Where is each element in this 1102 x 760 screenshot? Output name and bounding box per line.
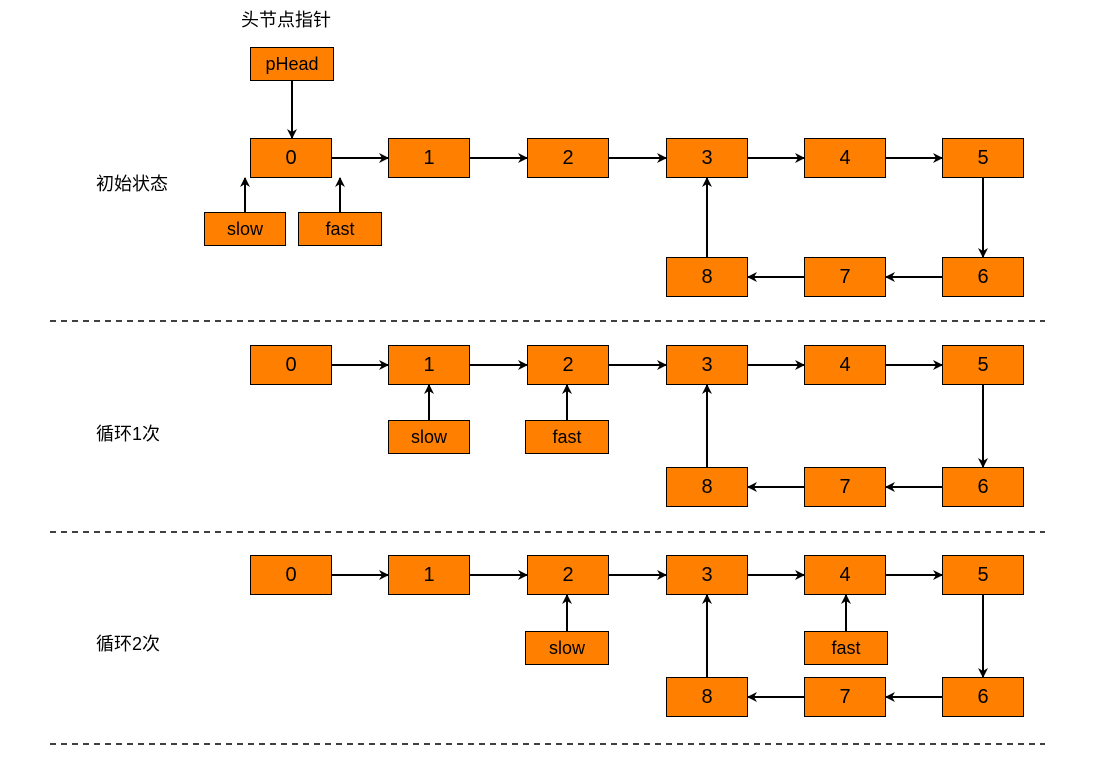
node-6: 6 xyxy=(942,467,1024,507)
head-pointer-box: pHead xyxy=(250,47,334,81)
node-3: 3 xyxy=(666,138,748,178)
node-6: 6 xyxy=(942,677,1024,717)
slow-pointer: slow xyxy=(388,420,470,454)
node-0: 0 xyxy=(250,345,332,385)
node-2: 2 xyxy=(527,345,609,385)
node-8: 8 xyxy=(666,467,748,507)
node-7: 7 xyxy=(804,257,886,297)
node-8: 8 xyxy=(666,677,748,717)
node-6: 6 xyxy=(942,257,1024,297)
fast-pointer: fast xyxy=(525,420,609,454)
node-1: 1 xyxy=(388,345,470,385)
slow-pointer: slow xyxy=(525,631,609,665)
fast-pointer: fast xyxy=(298,212,382,246)
slow-pointer: slow xyxy=(204,212,286,246)
panel-label-initial: 初始状态 xyxy=(96,174,168,194)
node-5: 5 xyxy=(942,555,1024,595)
node-8: 8 xyxy=(666,257,748,297)
node-7: 7 xyxy=(804,467,886,507)
node-1: 1 xyxy=(388,555,470,595)
node-5: 5 xyxy=(942,138,1024,178)
panel-label-loop-2: 循环2次 xyxy=(96,634,161,654)
node-0: 0 xyxy=(250,138,332,178)
node-4: 4 xyxy=(804,345,886,385)
node-3: 3 xyxy=(666,555,748,595)
panel-label-loop-1: 循环1次 xyxy=(96,424,161,444)
node-2: 2 xyxy=(527,555,609,595)
node-5: 5 xyxy=(942,345,1024,385)
node-4: 4 xyxy=(804,138,886,178)
node-4: 4 xyxy=(804,555,886,595)
node-2: 2 xyxy=(527,138,609,178)
node-1: 1 xyxy=(388,138,470,178)
node-0: 0 xyxy=(250,555,332,595)
node-7: 7 xyxy=(804,677,886,717)
fast-pointer: fast xyxy=(804,631,888,665)
node-3: 3 xyxy=(666,345,748,385)
head-pointer-caption: 头节点指针 xyxy=(241,10,331,30)
